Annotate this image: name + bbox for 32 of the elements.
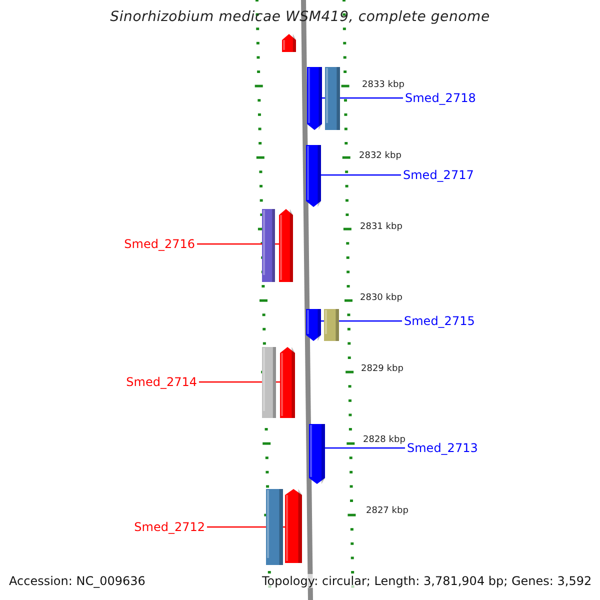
gene-feature [309, 424, 325, 484]
scale-label: 2832 kbp [359, 151, 402, 162]
scale-label: 2828 kbp [363, 435, 406, 446]
map-title: Sinorhizobium medicae WSM419, complete genome [109, 9, 491, 26]
gene-label: Smed_2714 [126, 375, 197, 389]
gene-feature [282, 34, 296, 52]
gene-bar [262, 209, 275, 282]
gene-feature [285, 489, 302, 563]
scale-label: 2831 kbp [360, 222, 402, 234]
leader-line [325, 447, 405, 449]
gene-bar [266, 489, 283, 565]
scale-label: 2830 kbp [360, 293, 402, 304]
gene-bar [324, 309, 339, 341]
gene-feature [279, 209, 293, 282]
gene-label: Smed_2715 [404, 314, 475, 328]
gene-label: Smed_2716 [124, 237, 195, 251]
gene-label: Smed_2713 [407, 441, 478, 455]
scale-label: 2833 kbp [362, 80, 404, 92]
accession-text: Accession: NC_009636 [9, 574, 146, 588]
gene-bar [325, 67, 340, 130]
scale-label: 2827 kbp [366, 506, 408, 518]
gene-label: Smed_2718 [405, 91, 476, 105]
gene-feature [306, 145, 321, 207]
gene-feature [307, 67, 322, 130]
gene-bar [262, 347, 276, 418]
gene-label: Smed_2717 [403, 168, 474, 182]
genome-summary: Topology: circular; Length: 3,781,904 bp; Genes: 3,592 [262, 574, 592, 588]
leader-line [321, 174, 401, 176]
gene-feature [280, 347, 295, 418]
gene-label: Smed_2712 [134, 520, 205, 534]
gene-feature [306, 309, 321, 341]
scale-label: 2829 kbp [361, 364, 404, 376]
